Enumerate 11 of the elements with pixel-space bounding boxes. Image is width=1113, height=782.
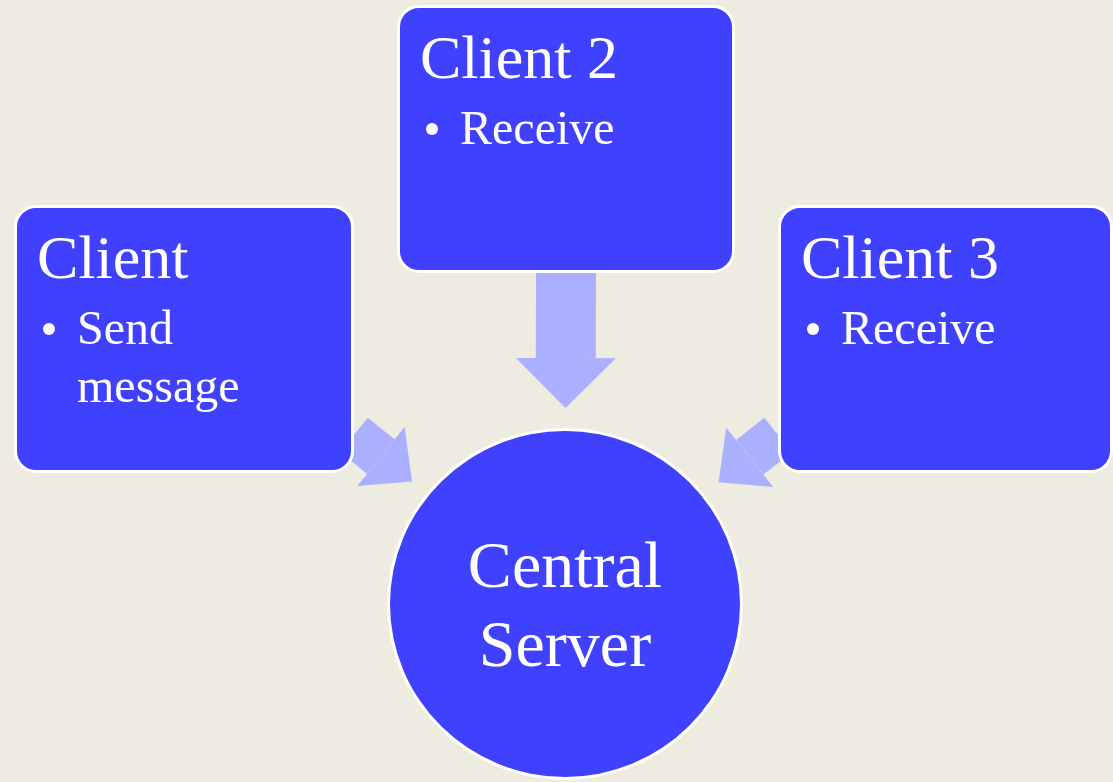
client-box <box>397 5 735 273</box>
client-box <box>14 205 354 473</box>
node-title: Client 2 <box>420 22 620 93</box>
node-title: Client 3 <box>801 222 1001 293</box>
bullet-text: Send message <box>77 300 241 414</box>
node-title: Client <box>37 222 190 293</box>
block-arrow <box>515 272 616 408</box>
bullet-text: Receive <box>460 100 615 157</box>
node-title: Central Server <box>466 526 664 682</box>
bullet-text: Receive <box>841 300 996 357</box>
client-box <box>778 205 1113 473</box>
